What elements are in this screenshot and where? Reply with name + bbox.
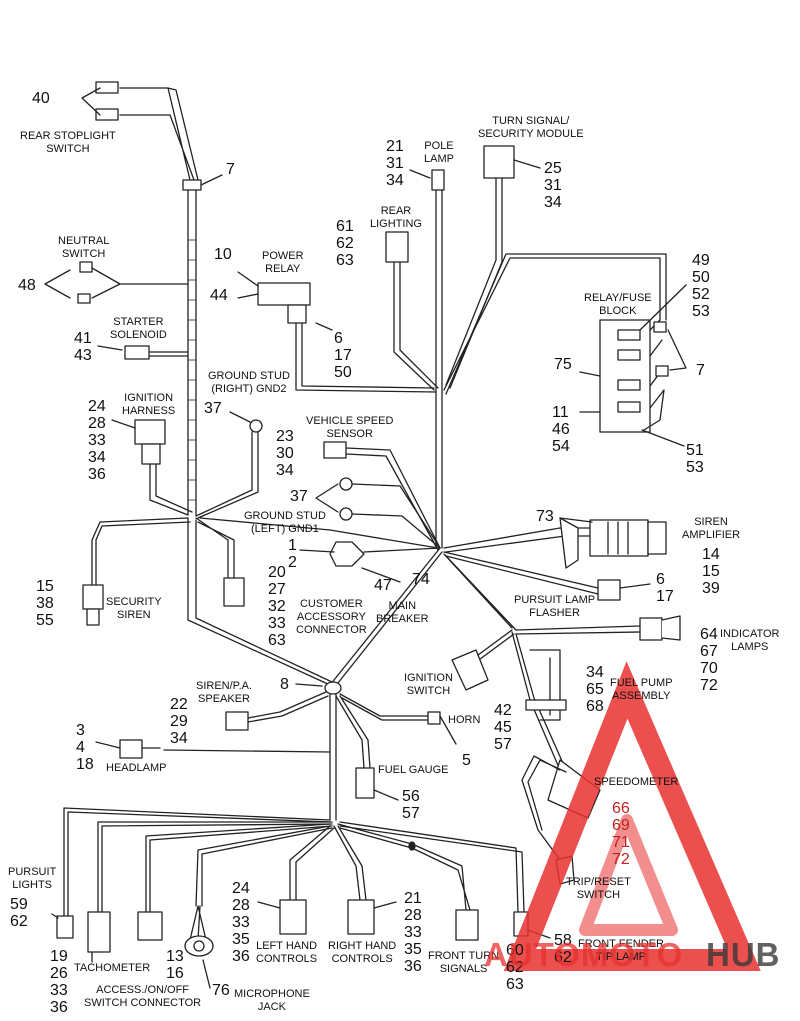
ref-ground-stud-left: 37 <box>290 488 308 505</box>
ref-rear-stoplight: 40 <box>32 90 50 107</box>
ref-siren-amp-73: 73 <box>536 508 554 525</box>
horn-label: HORN <box>448 714 481 726</box>
ref-horn: 5 <box>462 752 471 769</box>
ref-microphone-jack: 76 <box>212 982 230 999</box>
ref-ground-stud-right: 37 <box>204 400 222 417</box>
headlamp-label: HEADLAMP <box>106 762 167 774</box>
fuel-gauge-label: FUEL GAUGE <box>378 764 449 776</box>
ref-neutral-switch: 48 <box>18 277 36 294</box>
siren-pa-speaker-label: SIREN/P.A.SPEAKER <box>196 680 253 705</box>
turn-signal-module-label: TURN SIGNAL/SECURITY MODULE <box>478 115 584 140</box>
watermark-text-dark: HUB <box>706 936 781 973</box>
ref-customer-accessory-47: 47 <box>374 577 392 594</box>
ref-junction-8: 8 <box>280 676 289 693</box>
ref-relay-fuse-75: 75 <box>554 356 572 373</box>
ground-stud-right-label: GROUND STUD(RIGHT) GND2 <box>208 370 290 395</box>
ref-relay-fuse-7: 7 <box>696 362 705 379</box>
speedometer-label: SPEEDOMETER <box>594 776 679 788</box>
ref-power-relay-44: 44 <box>210 287 228 304</box>
ref-main-breaker-74: 74 <box>412 571 430 588</box>
ground-stud-left-label: GROUND STUD(LEFT) GND1 <box>244 510 326 535</box>
ref-clip-upper: 7 <box>226 161 235 178</box>
watermark-text-red: AUTOMOTO <box>484 936 684 973</box>
ref-power-relay-10: 10 <box>214 246 232 263</box>
tachometer-label: TACHOMETER <box>74 962 151 974</box>
watermark-triangle <box>503 661 761 971</box>
